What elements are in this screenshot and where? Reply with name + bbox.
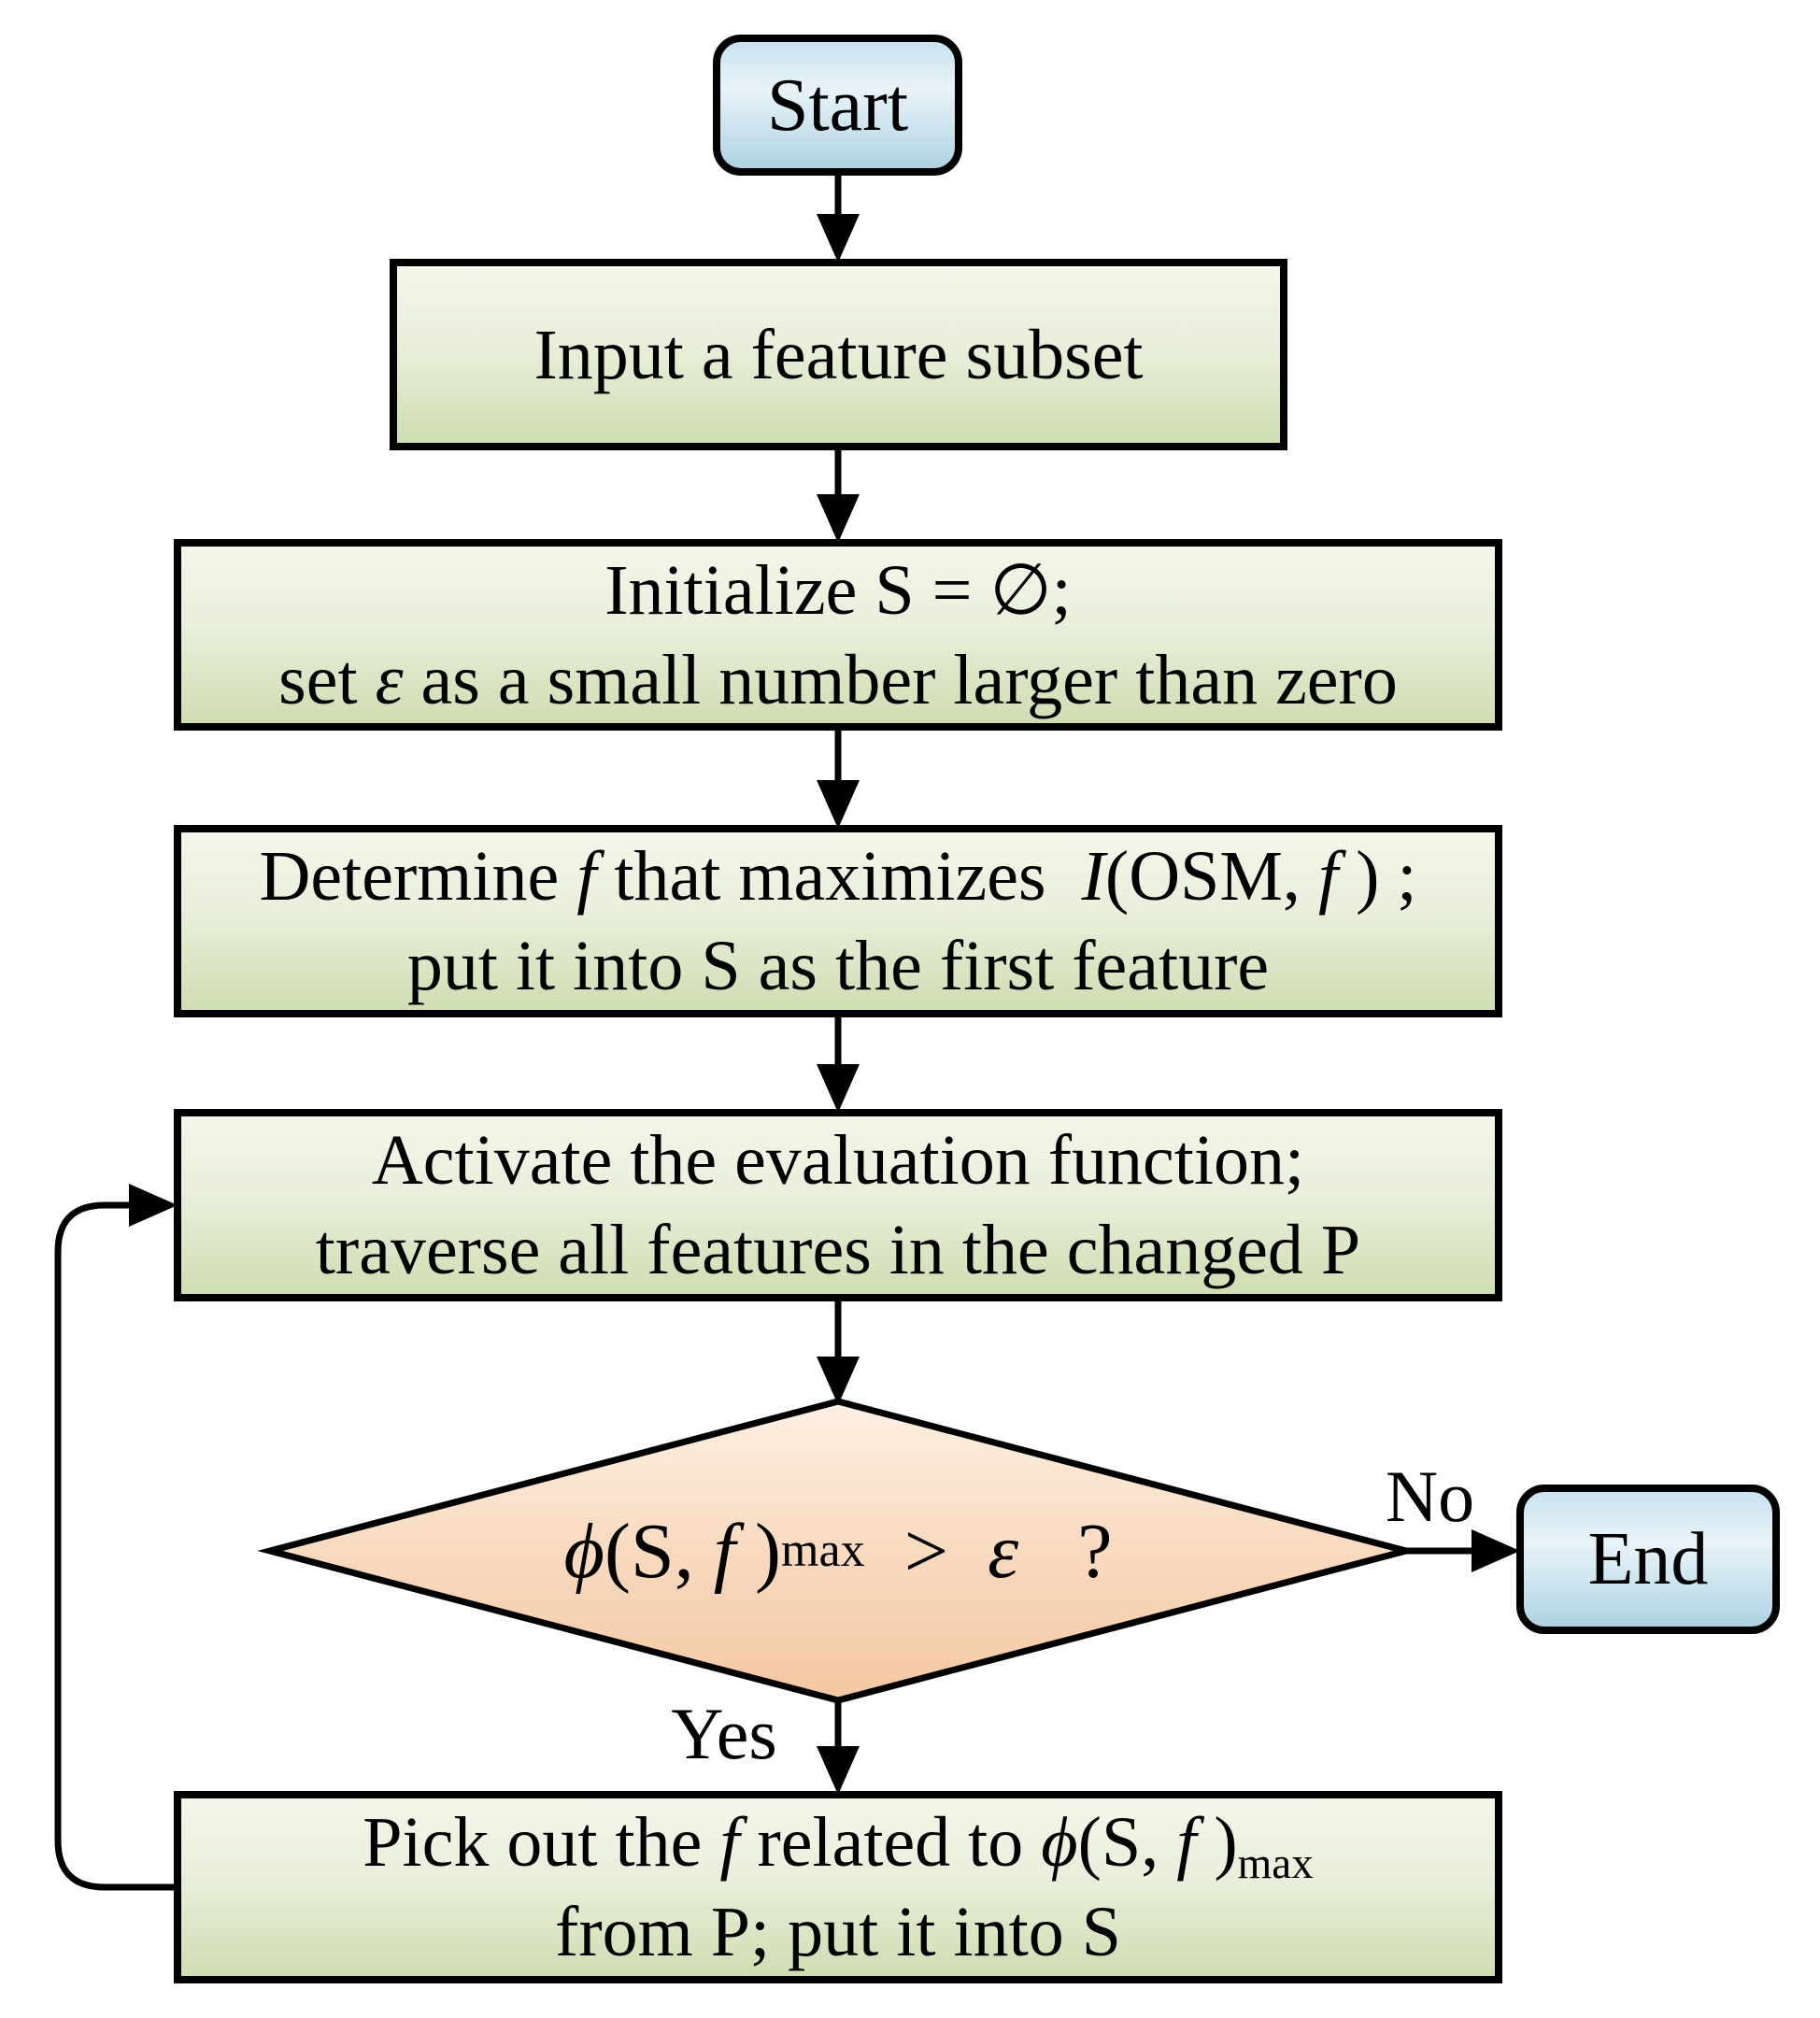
initialize-line2-text: set bbox=[278, 640, 376, 719]
greater-than-symbol: > bbox=[864, 1507, 988, 1595]
f-symbol: f bbox=[1317, 837, 1339, 916]
determine-text4: ) ; bbox=[1338, 837, 1417, 916]
pick-text3: (S, bbox=[1077, 1803, 1177, 1882]
activate-evaluation-node: Activate the evaluation function; traver… bbox=[174, 1109, 1502, 1301]
f-symbol: f bbox=[713, 1507, 736, 1595]
epsilon-symbol: ε bbox=[988, 1507, 1019, 1595]
determine-line2: put it into S as the first feature bbox=[406, 927, 1270, 1005]
decision-condition: ϕ(S, f )max > ε ? bbox=[563, 1507, 1113, 1595]
input-feature-subset-node: Input a feature subset bbox=[390, 259, 1287, 450]
f-symbol: f bbox=[719, 1803, 740, 1882]
initialize-line2: set ε as a small number larger than zero bbox=[278, 635, 1398, 725]
pick-out-node: Pick out the f related to ϕ(S, f )max fr… bbox=[174, 1791, 1502, 1983]
yes-branch-label: Yes bbox=[671, 1693, 777, 1774]
input-label: Input a feature subset bbox=[533, 315, 1144, 394]
arrow-decision-to-pick bbox=[817, 1700, 860, 1795]
initialize-node: Initialize S = ∅; set ε as a small numbe… bbox=[174, 539, 1502, 731]
arrow-input-to-initialize bbox=[817, 450, 860, 543]
pick-text4: ) bbox=[1196, 1803, 1238, 1882]
phi-symbol: ϕ bbox=[1041, 1803, 1078, 1882]
activate-line1: Activate the evaluation function; bbox=[371, 1121, 1305, 1200]
arrow-activate-to-decision bbox=[817, 1301, 860, 1405]
arrow-decision-to-end bbox=[1406, 1529, 1520, 1572]
I-symbol: I bbox=[1081, 837, 1105, 916]
determine-text1: Determine bbox=[259, 837, 577, 916]
f-symbol: f bbox=[1176, 1803, 1197, 1882]
pick-text1: Pick out the bbox=[363, 1803, 720, 1882]
arrow-determine-to-activate bbox=[817, 1017, 860, 1113]
determine-line1: Determine f that maximizes I(OSM, f ) ; bbox=[260, 831, 1417, 921]
f-symbol: f bbox=[576, 837, 597, 916]
end-node: End bbox=[1516, 1485, 1780, 1634]
initialize-line2-text2: as a small number larger than zero bbox=[403, 640, 1398, 719]
question-mark: ? bbox=[1018, 1507, 1113, 1595]
activate-line2: traverse all features in the changed P bbox=[315, 1211, 1361, 1289]
start-node: Start bbox=[713, 35, 962, 176]
decision-text2: ) bbox=[735, 1507, 782, 1595]
pick-line1: Pick out the f related to ϕ(S, f )max bbox=[363, 1798, 1314, 1887]
determine-text2: that maximizes bbox=[596, 837, 1082, 916]
start-label: Start bbox=[766, 64, 909, 147]
arrow-start-to-input bbox=[817, 175, 860, 263]
no-branch-label: No bbox=[1385, 1456, 1475, 1537]
initialize-line1: Initialize S = ∅; bbox=[604, 550, 1072, 630]
epsilon-symbol: ε bbox=[375, 640, 404, 719]
pick-line2: from P; put it into S bbox=[555, 1893, 1121, 1971]
max-subscript: max bbox=[1237, 1840, 1314, 1889]
end-label: End bbox=[1587, 1518, 1709, 1600]
decision-text1: (S, bbox=[604, 1507, 714, 1595]
arrow-pick-to-activate-loop bbox=[54, 1184, 178, 1891]
determine-text3: (OSM, bbox=[1104, 837, 1318, 916]
determine-node: Determine f that maximizes I(OSM, f ) ; … bbox=[174, 825, 1502, 1017]
pick-text2: related to bbox=[739, 1803, 1042, 1882]
arrow-initialize-to-determine bbox=[817, 731, 860, 829]
phi-symbol: ϕ bbox=[563, 1507, 604, 1595]
